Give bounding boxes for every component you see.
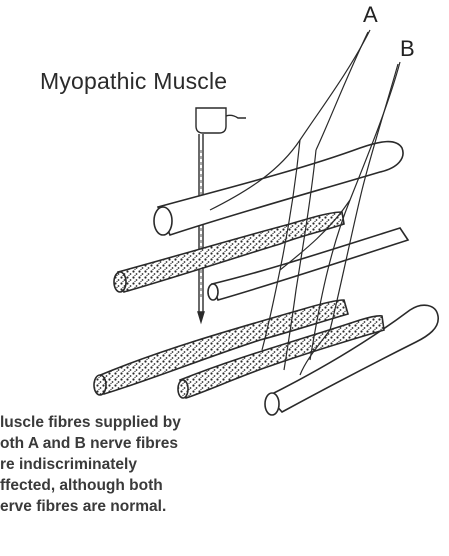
caption-line: luscle fibres supplied by bbox=[0, 412, 260, 433]
caption-line: re indiscriminately bbox=[0, 454, 260, 475]
caption-line: erve fibres are normal. bbox=[0, 496, 260, 517]
caption-line: ffected, although both bbox=[0, 475, 260, 496]
normal-fibre-top bbox=[154, 142, 403, 235]
caption: luscle fibres supplied by oth A and B ne… bbox=[0, 412, 260, 517]
nerve-label-b: B bbox=[400, 36, 415, 62]
nerve-label-a: A bbox=[363, 2, 378, 28]
diagram-title: Myopathic Muscle bbox=[40, 68, 227, 95]
caption-line: oth A and B nerve fibres bbox=[0, 433, 260, 454]
